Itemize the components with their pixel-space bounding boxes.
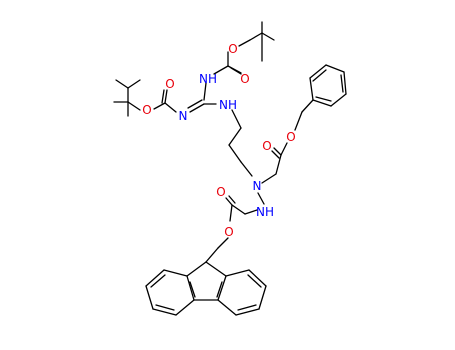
atom-label: NH bbox=[199, 72, 217, 86]
bond bbox=[175, 299, 195, 316]
bond bbox=[153, 102, 166, 110]
bond bbox=[115, 79, 129, 89]
bond bbox=[217, 275, 227, 301]
boc-left-group bbox=[113, 79, 177, 117]
bond bbox=[186, 275, 195, 301]
bond bbox=[231, 109, 242, 129]
bond bbox=[217, 299, 237, 316]
bond bbox=[189, 103, 205, 113]
bond bbox=[294, 111, 303, 131]
bond bbox=[228, 144, 242, 163]
bond bbox=[228, 127, 242, 146]
bond bbox=[216, 281, 223, 298]
benzyl-ester-group bbox=[261, 99, 314, 184]
bond bbox=[127, 79, 141, 89]
fmoc-carbamate bbox=[205, 192, 265, 263]
bond bbox=[261, 32, 275, 41]
bond bbox=[225, 269, 250, 277]
boc-top-group bbox=[213, 21, 275, 75]
atom-labels: O O NH O O N NH O O N NH O O bbox=[142, 42, 295, 239]
bond bbox=[164, 89, 168, 104]
atom-label: NH bbox=[256, 205, 274, 219]
bond bbox=[309, 77, 314, 101]
bond bbox=[309, 64, 327, 79]
bond bbox=[217, 237, 229, 249]
bond bbox=[225, 197, 233, 206]
bond bbox=[163, 269, 188, 277]
bond bbox=[228, 195, 236, 204]
atom-label: O bbox=[228, 42, 237, 56]
bond bbox=[271, 150, 280, 159]
bond bbox=[280, 142, 288, 156]
atom-label: NH bbox=[219, 98, 237, 112]
bond bbox=[258, 285, 267, 310]
bond bbox=[145, 269, 165, 287]
bond bbox=[301, 99, 314, 113]
bond bbox=[213, 65, 229, 75]
bond bbox=[343, 71, 347, 95]
bond bbox=[229, 204, 233, 222]
propyl-chain bbox=[228, 109, 253, 177]
atom-label: O bbox=[142, 103, 151, 117]
atom-label: N bbox=[253, 179, 262, 193]
atom-label: N bbox=[179, 109, 188, 123]
bond bbox=[315, 96, 332, 102]
bond bbox=[249, 32, 263, 41]
bond bbox=[161, 89, 165, 104]
bond bbox=[340, 74, 344, 93]
atom-label: O bbox=[224, 225, 233, 239]
bond bbox=[244, 209, 258, 215]
bond bbox=[164, 102, 177, 113]
bond bbox=[261, 173, 277, 184]
bond bbox=[248, 269, 267, 287]
bond bbox=[312, 99, 332, 107]
bond bbox=[330, 93, 347, 107]
bond bbox=[247, 274, 262, 288]
benzene-ring bbox=[309, 64, 347, 107]
bond bbox=[127, 101, 141, 111]
bond bbox=[273, 147, 282, 156]
bond bbox=[187, 99, 203, 109]
bond bbox=[203, 82, 207, 101]
bond bbox=[240, 161, 253, 177]
bond bbox=[231, 204, 246, 215]
bond bbox=[235, 308, 260, 316]
atom-label: O bbox=[216, 185, 225, 199]
bond bbox=[237, 304, 257, 311]
atom-label: O bbox=[286, 130, 295, 144]
bond bbox=[189, 281, 196, 298]
bond bbox=[205, 247, 219, 263]
bond bbox=[312, 69, 327, 82]
atom-label: O bbox=[240, 72, 249, 86]
guanidine-core bbox=[187, 82, 217, 113]
bond bbox=[145, 285, 154, 310]
atom-label: O bbox=[262, 139, 271, 153]
bond bbox=[230, 67, 242, 75]
bond bbox=[205, 261, 227, 277]
fluorene-ring-system bbox=[145, 261, 267, 316]
bond bbox=[238, 39, 251, 47]
bond bbox=[150, 274, 166, 288]
bond bbox=[155, 304, 175, 311]
bond bbox=[325, 64, 345, 73]
bond bbox=[186, 261, 207, 277]
bond bbox=[152, 308, 177, 316]
bond bbox=[275, 154, 282, 175]
atom-label: O bbox=[165, 77, 174, 91]
bond bbox=[257, 192, 265, 205]
